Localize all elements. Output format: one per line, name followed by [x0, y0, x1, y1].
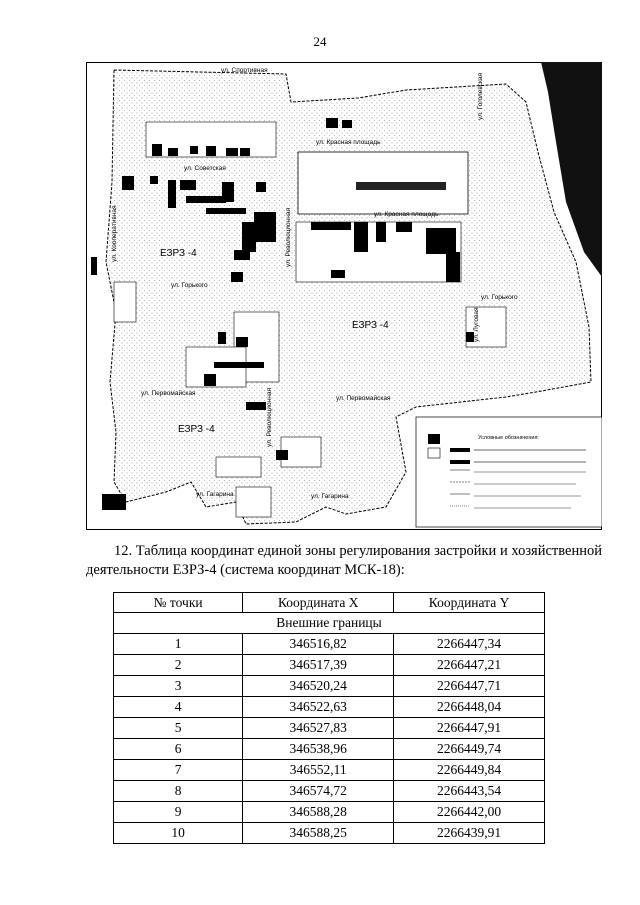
coordinate-y-cell: 2266448,04 [393, 696, 545, 718]
street-label: ул. Кооперативная [111, 205, 118, 262]
coordinate-x-cell: 346520,24 [242, 675, 395, 697]
column-header: Координата Y [393, 592, 545, 613]
caption-text: 12. Таблица координат единой зоны регули… [86, 543, 602, 578]
street-label: ул. Революционная [266, 388, 273, 447]
coordinate-y-cell: 2266443,54 [393, 780, 545, 802]
coordinate-y-cell: 2266449,74 [393, 738, 545, 760]
coordinate-x-cell: 346574,72 [242, 780, 395, 802]
coordinate-x-cell: 346552,11 [242, 759, 395, 781]
zone-label: ЕЗРЗ -4 [352, 320, 389, 331]
map-legend: Условные обозначения: [415, 416, 602, 528]
street-label: ул. Красная площадь [316, 139, 381, 146]
coordinate-x-cell: 346527,83 [242, 717, 395, 739]
point-number-cell: 5 [112, 717, 244, 739]
zone-label: ЕЗРЗ -4 [160, 248, 197, 259]
coordinate-x-cell: 346588,25 [242, 822, 395, 844]
page-number: 24 [313, 34, 327, 49]
zone-map: ул. Спортивная ул. Красная площадь ул. С… [86, 62, 602, 530]
street-label: ул. Гагарина [196, 491, 234, 498]
column-header: Координата X [242, 592, 395, 613]
coordinate-x-cell: 346588,28 [242, 801, 395, 823]
street-label: ул. Луговая [473, 307, 480, 342]
point-number-cell: 2 [112, 654, 244, 676]
table-header-row: № точки Координата X Координата Y [112, 592, 545, 613]
street-label: ул. Революционная [285, 208, 292, 267]
coordinate-y-cell: 2266439,91 [393, 822, 545, 844]
point-number-cell: 8 [112, 780, 244, 802]
legend-title: Условные обозначения: [478, 435, 539, 441]
coordinate-x-cell: 346517,39 [242, 654, 395, 676]
coordinate-y-cell: 2266447,21 [393, 654, 545, 676]
coordinate-y-cell: 2266449,84 [393, 759, 545, 781]
coordinate-y-cell: 2266447,34 [393, 633, 545, 655]
river-area [541, 62, 602, 277]
point-number-cell: 6 [112, 738, 244, 760]
coordinates-table: № точки Координата X Координата Y Внешни… [112, 592, 545, 844]
coordinate-y-cell: 2266442,00 [393, 801, 545, 823]
column-header: № точки [112, 592, 244, 613]
point-number-cell: 3 [112, 675, 244, 697]
coordinate-x-cell: 346538,96 [242, 738, 395, 760]
street-label: ул. Красная площадь [374, 211, 439, 218]
section-row: Внешние границы [113, 612, 545, 634]
coordinate-x-cell: 346516,82 [242, 633, 395, 655]
point-number-cell: 10 [112, 822, 244, 844]
point-number-cell: 9 [112, 801, 244, 823]
coordinate-y-cell: 2266447,91 [393, 717, 545, 739]
street-label: ул. Гагарина [311, 493, 349, 500]
zone-label: ЕЗРЗ -4 [178, 424, 215, 435]
street-label: ул. Горького [171, 282, 208, 289]
buildings [91, 118, 516, 510]
point-number-cell: 1 [112, 633, 244, 655]
street-label: ул. Гоголевская [477, 72, 484, 120]
zone-map-drawing: ул. Спортивная ул. Красная площадь ул. С… [86, 62, 602, 530]
point-number-cell: 4 [112, 696, 244, 718]
point-number-cell: 7 [112, 759, 244, 781]
coordinate-y-cell: 2266447,71 [393, 675, 545, 697]
street-label: ул. Спортивная [221, 67, 268, 74]
street-label: ул. Первомайская [141, 389, 196, 397]
table-caption: 12. Таблица координат единой зоны регули… [86, 542, 602, 580]
street-label: ул. Горького [481, 294, 518, 301]
street-label: ул. Первомайская [336, 394, 391, 402]
street-label: ул. Советская [184, 165, 226, 172]
section-label: Внешние границы [113, 612, 545, 634]
coordinate-x-cell: 346522,63 [242, 696, 395, 718]
